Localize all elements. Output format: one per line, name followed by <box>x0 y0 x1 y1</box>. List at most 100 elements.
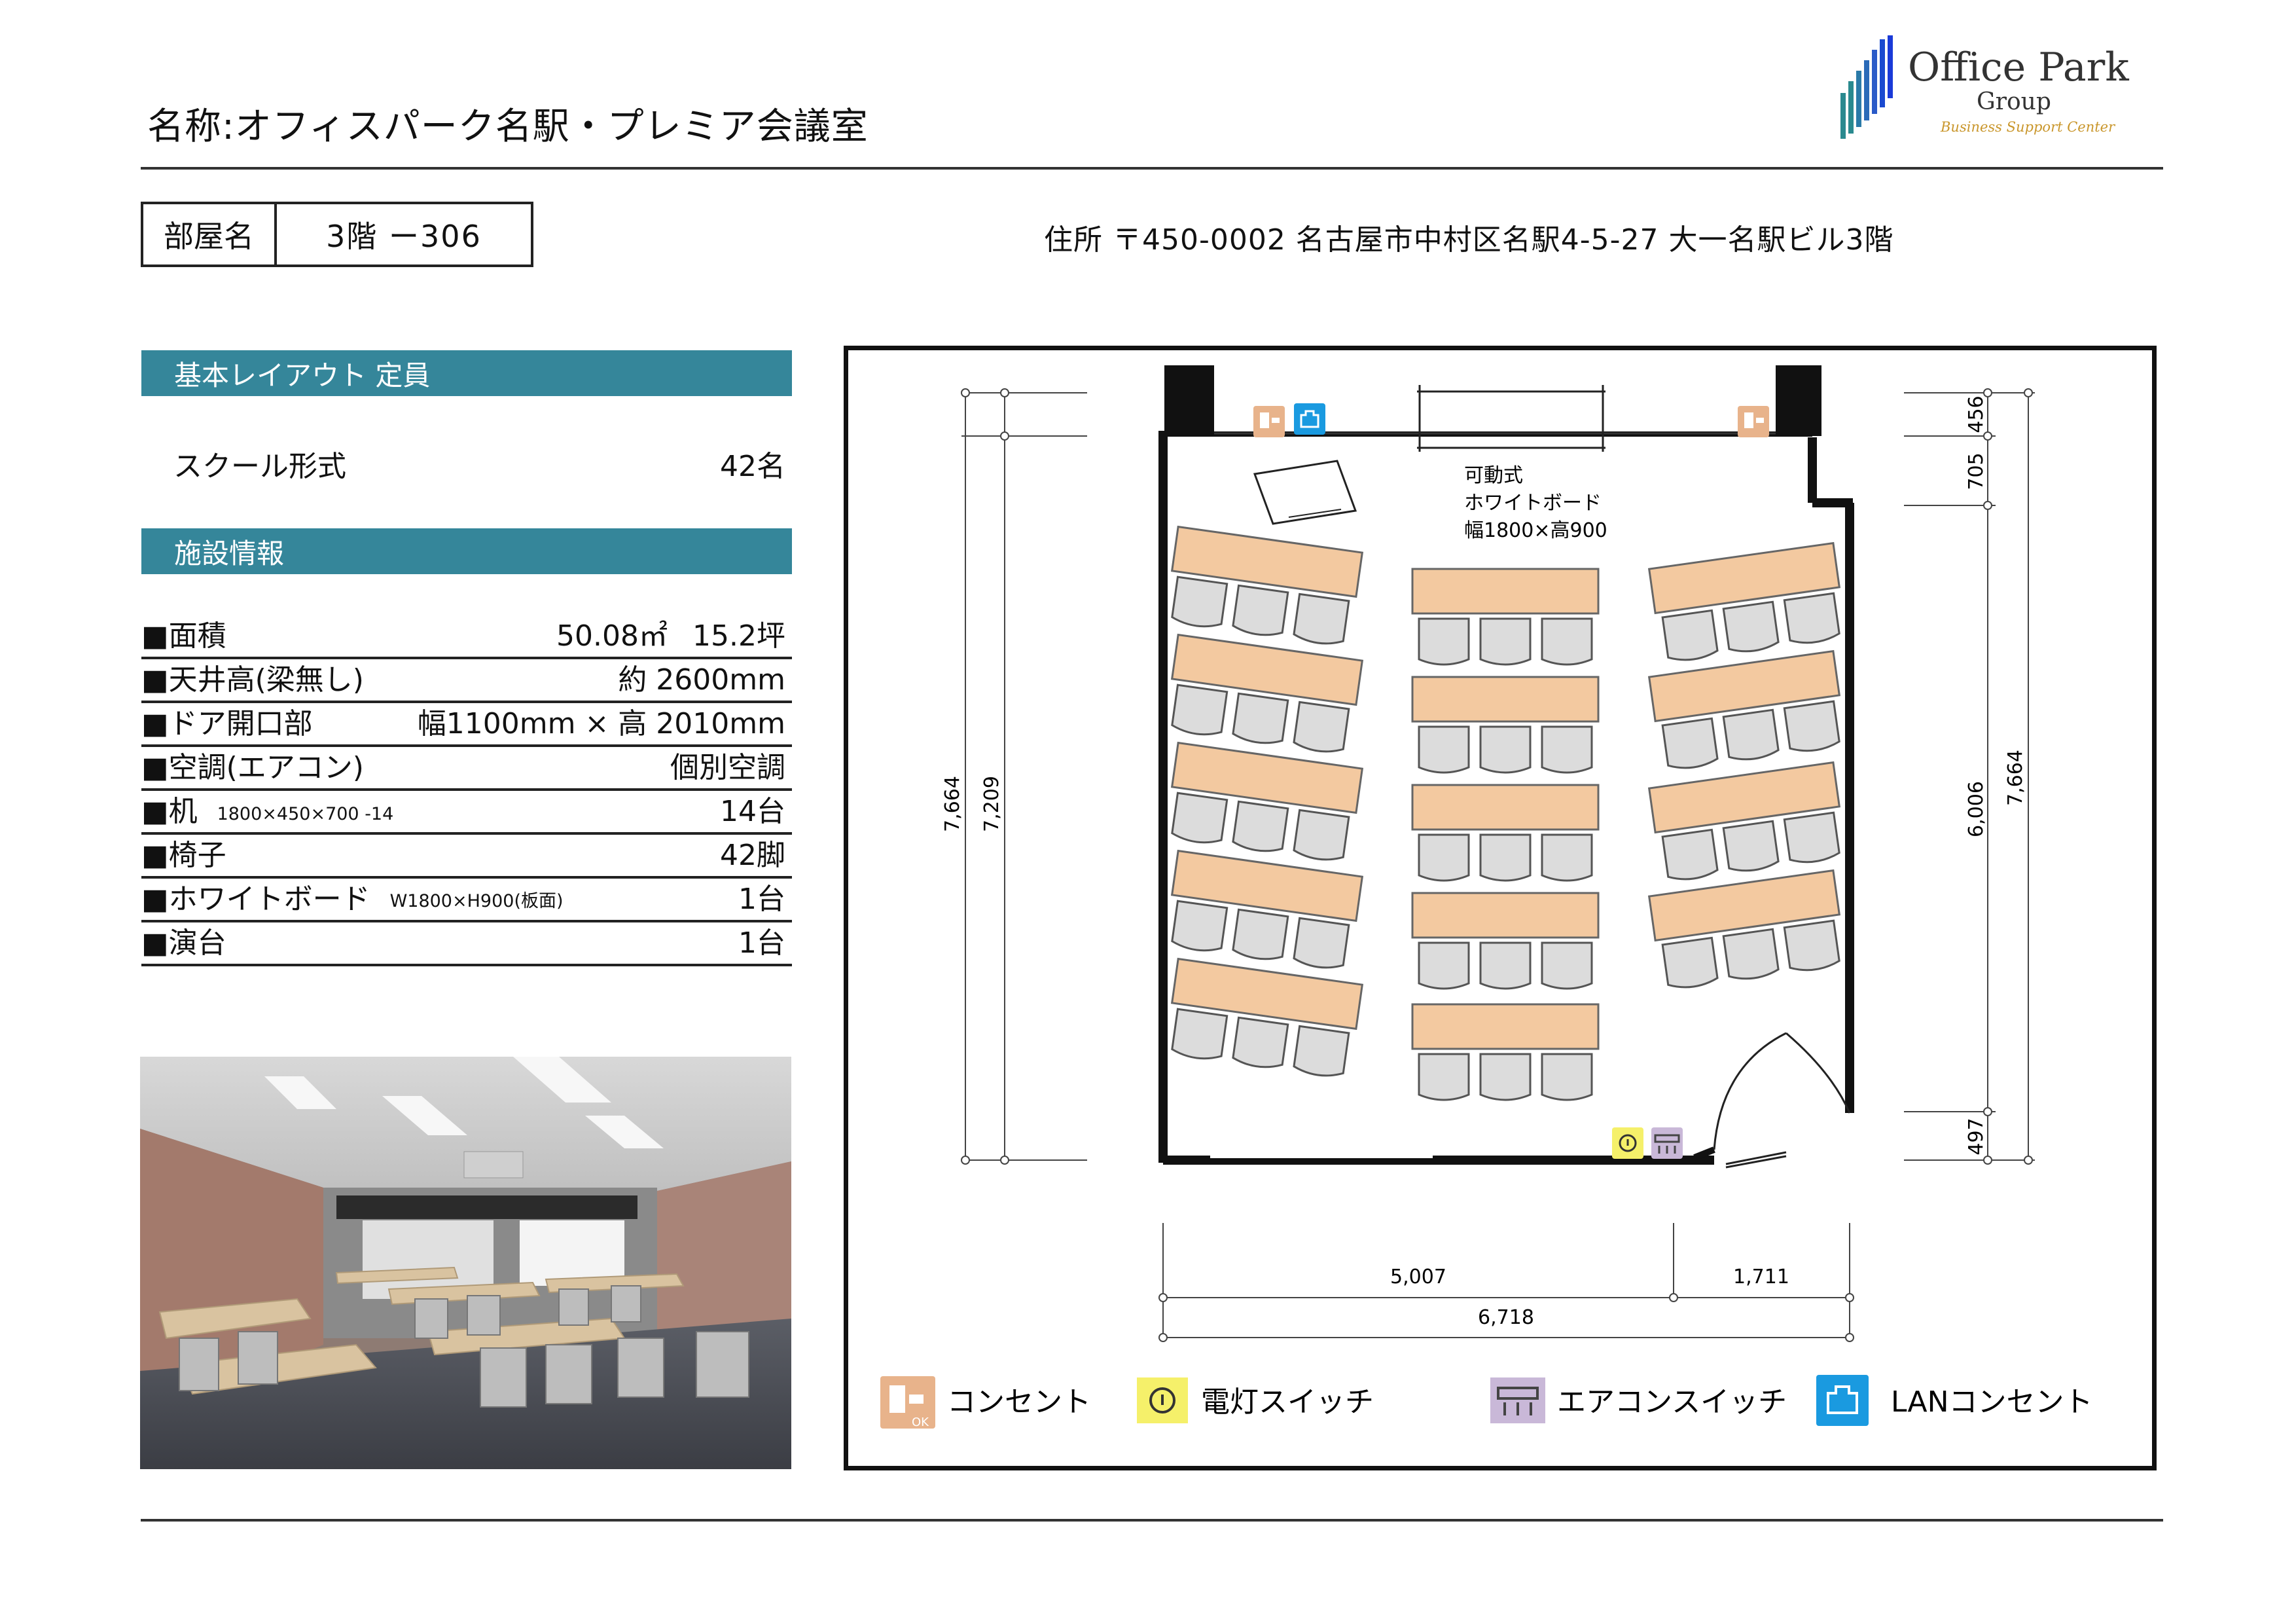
desk-group <box>1647 541 1841 661</box>
desk <box>1647 869 1841 942</box>
chair <box>1783 811 1840 864</box>
dimension-lines <box>961 388 2035 1342</box>
facility-label: ■演台 <box>141 926 226 960</box>
desk <box>1170 849 1364 922</box>
layout-style: スクール形式 <box>173 450 346 483</box>
facility-value: 42脚 <box>720 839 785 872</box>
room-name-value: 3階 ー306 <box>326 219 482 254</box>
desk-group <box>1647 869 1841 989</box>
legend-light-switch-icon <box>1137 1377 1188 1423</box>
chair <box>1171 900 1229 952</box>
chair <box>1418 941 1470 990</box>
chair <box>1722 820 1780 872</box>
facility-label: ■面積 <box>141 619 226 653</box>
dim-bottom-left: 5,007 <box>1390 1266 1446 1288</box>
facility-row-ceiling: ■天井高(梁無し) 約 2600mm <box>141 659 792 703</box>
facility-label: ■空調(エアコン) <box>141 751 364 784</box>
whiteboard-note-3: 幅1800×高900 <box>1464 519 1607 542</box>
desk-group <box>1411 1003 1600 1101</box>
chair <box>1418 1053 1470 1101</box>
desk <box>1170 741 1364 814</box>
chair <box>1479 833 1532 882</box>
chair <box>1783 919 1840 972</box>
legend-outlet-label: コンセント <box>947 1385 1091 1419</box>
chair <box>1171 1008 1229 1060</box>
facility-value: 約 2600mm <box>618 663 785 697</box>
aircon-switch-icon <box>1651 1127 1683 1159</box>
logo-bars-icon <box>1840 35 1893 139</box>
facility-label: ■ドア開口部 <box>141 707 313 740</box>
chair <box>1418 617 1470 666</box>
chair <box>1293 1025 1350 1077</box>
chair <box>1722 928 1780 980</box>
room-name-box: 部屋名 3階 ー306 <box>141 202 533 267</box>
chair <box>1541 725 1593 774</box>
facility-table: ■面積 50.08㎡ 15.2坪 ■天井高(梁無し) 約 2600mm ■ドア開… <box>141 615 792 966</box>
facility-value: 14台 <box>720 795 785 828</box>
facility-row-desk: ■机 1800×450×700 -14 14台 <box>141 791 792 835</box>
facility-value: 個別空調 <box>670 751 785 784</box>
floor-plan: 可動式 ホワイトボード 幅1800×高900 <box>880 365 2093 1429</box>
facility-label: ■机 <box>141 795 198 828</box>
legend-outlet-icon: OK <box>880 1376 935 1429</box>
facility-value: 1台 <box>738 926 785 960</box>
podium <box>1253 460 1357 525</box>
facility-row-aircon: ■空調(エアコン) 個別空調 <box>141 747 792 791</box>
dim-bottom-right: 1,711 <box>1733 1266 1789 1288</box>
light-switch-icon <box>1612 1127 1643 1159</box>
desk <box>1170 957 1364 1030</box>
layout-section-bar: 基本レイアウト 定員 <box>141 350 792 396</box>
chair <box>1171 792 1229 844</box>
office-park-logo <box>1840 35 1893 139</box>
whiteboard-note-2: ホワイトボード <box>1464 492 1602 515</box>
facility-value: 1台 <box>738 883 785 916</box>
outlet-ok-label: OK <box>912 1415 929 1429</box>
dim-right-middle: 6,006 <box>1965 781 1988 837</box>
facility-section-bar: 施設情報 <box>141 528 792 574</box>
facility-row-podium: ■演台 1台 <box>141 922 792 966</box>
dim-right-second: 705 <box>1965 452 1988 490</box>
chair <box>1293 593 1350 645</box>
lan-outlet-icon <box>1294 403 1325 435</box>
dim-right-outer: 7,664 <box>2004 750 2027 806</box>
facility-label: ■椅子 <box>141 839 226 872</box>
legend-aircon-switch-icon <box>1490 1377 1545 1423</box>
legend-lan-icon <box>1816 1375 1869 1426</box>
desk-group <box>1170 525 1364 645</box>
chair <box>1722 600 1780 653</box>
chair <box>1293 701 1350 753</box>
chair <box>1232 692 1289 744</box>
chair <box>1232 908 1289 960</box>
footer-rule <box>141 1519 2163 1522</box>
desk <box>1411 892 1600 939</box>
page-title: 名称:オフィスパーク名駅・プレミア会議室 <box>147 105 869 148</box>
room-name-label: 部屋名 <box>143 204 277 264</box>
chair <box>1171 575 1229 628</box>
chair <box>1418 833 1470 882</box>
chair <box>1783 700 1840 752</box>
chair <box>1232 1016 1289 1068</box>
seating-layout <box>1170 525 1841 1101</box>
floor-plan-frame <box>844 346 2157 1470</box>
chair <box>1293 809 1350 861</box>
logo-title: Office Park <box>1908 45 2129 90</box>
desk-group <box>1170 849 1364 969</box>
chair <box>1722 708 1780 761</box>
chair <box>1541 833 1593 882</box>
chair <box>1541 941 1593 990</box>
dim-bottom-total: 6,718 <box>1478 1306 1534 1329</box>
desk-group <box>1647 761 1841 881</box>
desk-group <box>1170 741 1364 861</box>
logo-subtitle: Group <box>1977 88 2051 115</box>
facility-value-tsubo: 15.2坪 <box>692 619 785 653</box>
chair <box>1479 941 1532 990</box>
layout-capacity: 42名 <box>720 450 785 483</box>
chair <box>1479 725 1532 774</box>
desk <box>1647 541 1841 615</box>
chair <box>1541 617 1593 666</box>
chair <box>1661 828 1719 881</box>
desk-group <box>1170 633 1364 753</box>
header-rule <box>141 167 2163 170</box>
desk <box>1647 761 1841 834</box>
dim-right-top: 456 <box>1965 395 1988 433</box>
